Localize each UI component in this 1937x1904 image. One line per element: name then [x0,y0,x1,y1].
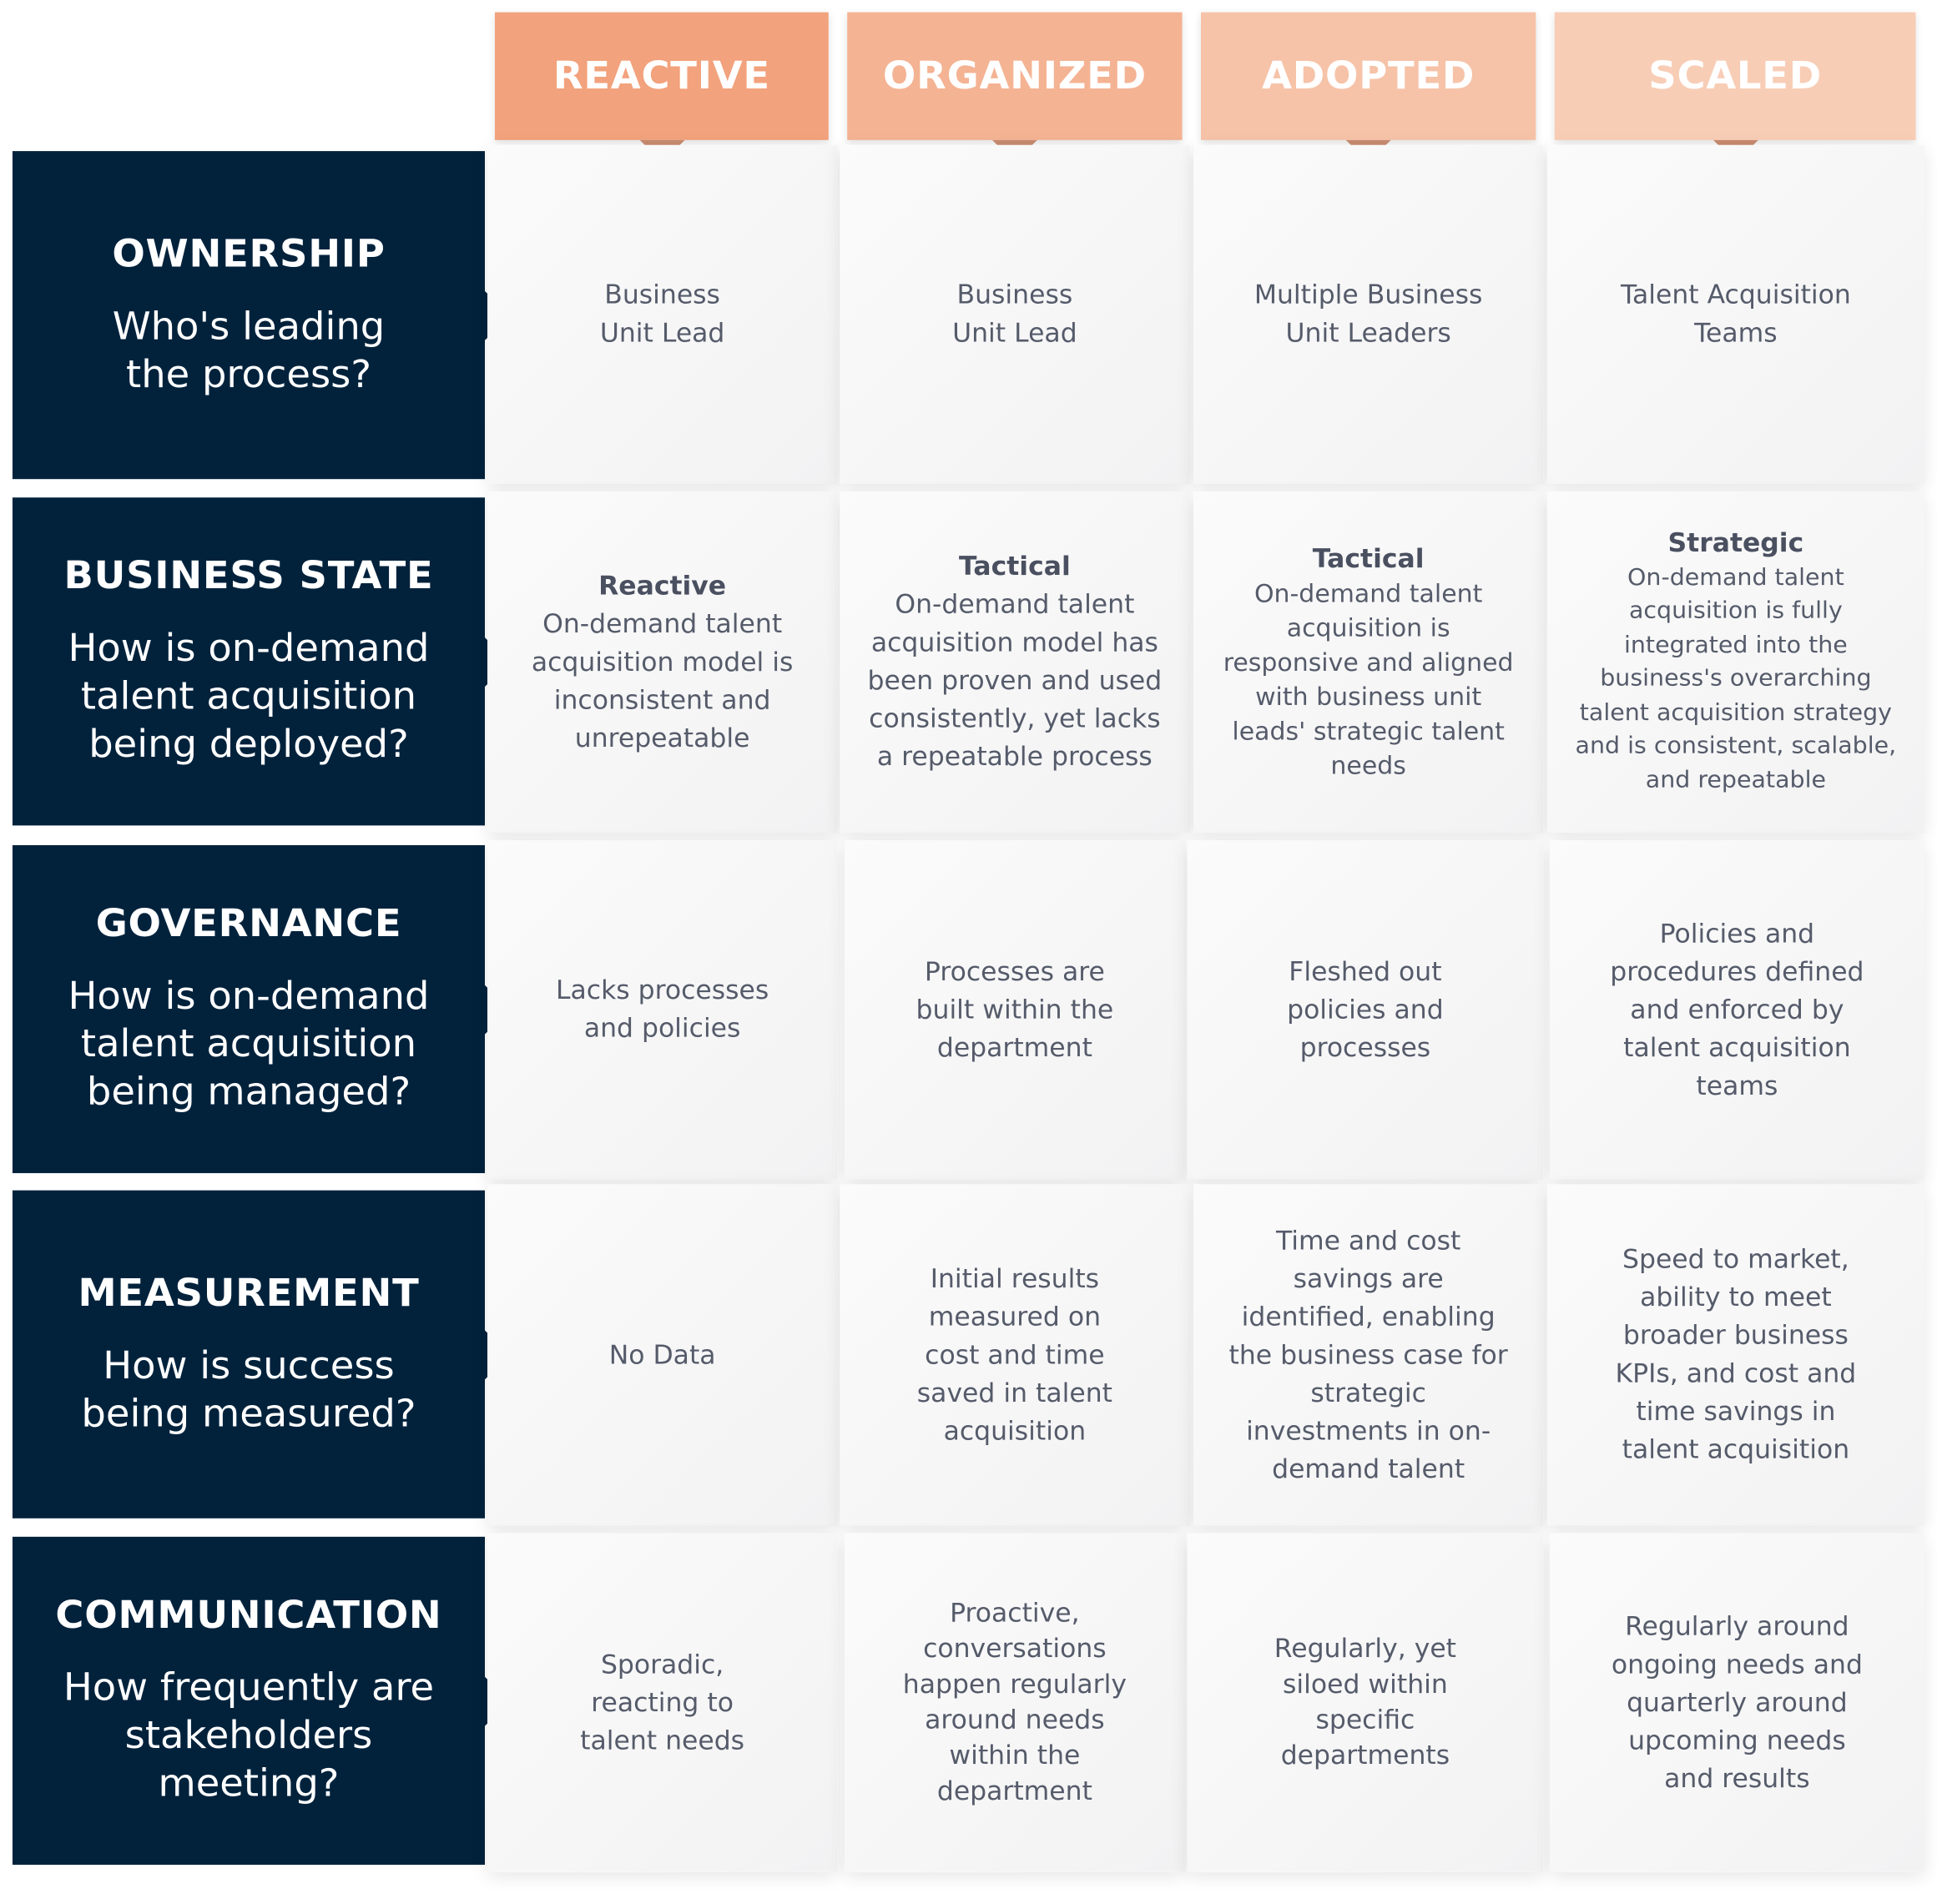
cell-text: Business Unit Lead [952,280,1077,348]
cell-text: Sporadic, reacting to talent needs [580,1649,745,1755]
cell-text: Multiple Business Unit Leaders [1254,280,1483,348]
cell-business-state-scaled: Strategic On-demand talent acquisition i… [1546,491,1924,834]
row-question: How is on-demand talent acquisition bein… [68,974,430,1115]
cell-text: Time and cost savings are identified, en… [1228,1225,1508,1483]
row-title: BUSINESS STATE [63,554,434,599]
cell-ownership-organized: Business Unit Lead [840,144,1190,485]
cell-business-state-reactive: Reactive On-demand talent acquisition mo… [487,491,838,834]
row-title: MEASUREMENT [78,1271,420,1316]
cell-measurement-scaled: Speed to market, ability to meet broader… [1546,1184,1924,1526]
cell-text: Speed to market, ability to meet broader… [1615,1244,1857,1464]
row-header-governance: GOVERNANCE How is on-demand talent acqui… [12,844,510,1174]
cell-ownership-reactive: Business Unit Lead [487,144,838,485]
column-header-reactive: REACTIVE [494,12,829,163]
cell-lead: Tactical [959,552,1071,582]
column-label: ADOPTED [1262,53,1475,98]
column-label: REACTIVE [552,53,770,98]
cell-measurement-organized: Initial results measured on cost and tim… [840,1184,1190,1526]
cell-ownership-adopted: Multiple Business Unit Leaders [1193,144,1544,485]
cell-lead: Strategic [1667,528,1804,558]
cell-communication-organized: Proactive, conversations happen regularl… [845,1533,1185,1872]
row-header-measurement: MEASUREMENT How is success being measure… [12,1190,510,1519]
cell-communication-scaled: Regularly around ongoing needs and quart… [1549,1533,1924,1872]
cell-text: Processes are built within the departmen… [916,956,1114,1062]
cell-business-state-adopted: Tactical On-demand talent acquisition is… [1193,491,1544,834]
row-question: How is on-demand talent acquisition bein… [68,626,430,767]
cell-communication-reactive: Sporadic, reacting to talent needs [487,1533,838,1872]
row-header-communication: COMMUNICATION How frequently are stakeho… [12,1536,510,1865]
cell-text: Business Unit Lead [599,280,725,348]
column-header-scaled: SCALED [1554,12,1916,163]
cell-text: Regularly around ongoing needs and quart… [1611,1610,1863,1793]
row-header-business-state: BUSINESS STATE How is on-demand talent a… [12,497,510,826]
cell-text: On-demand talent acquisition model is in… [531,608,794,753]
cell-governance-reactive: Lacks processes and policies [487,840,838,1180]
cell-lead: Tactical [1312,544,1425,574]
cell-text: Regularly, yet siloed within specific de… [1274,1634,1457,1771]
column-label: SCALED [1648,53,1822,98]
cell-ownership-scaled: Talent Acquisition Teams [1546,144,1924,485]
cell-text: Policies and procedures defined and enfo… [1610,918,1864,1101]
row-question: Who's leading the process? [112,304,386,396]
row-question: How frequently are stakeholders meeting? [63,1665,435,1806]
cell-lead: Reactive [598,570,727,601]
row-question: How is success being measured? [81,1342,416,1436]
column-header-adopted: ADOPTED [1201,12,1536,163]
cell-text: Lacks processes and policies [555,975,769,1043]
cell-text: On-demand talent acquisition model has b… [867,589,1163,772]
cell-text: Initial results measured on cost and tim… [916,1263,1112,1446]
cell-governance-adopted: Fleshed out policies and processes [1187,840,1544,1180]
row-title: COMMUNICATION [55,1593,442,1638]
row-header-ownership: OWNERSHIP Who's leading the process? [12,151,510,480]
cell-measurement-reactive: No Data [487,1184,838,1526]
cell-communication-adopted: Regularly, yet siloed within specific de… [1187,1533,1544,1872]
cell-business-state-organized: Tactical On-demand talent acquisition mo… [840,491,1190,834]
column-label: ORGANIZED [882,53,1147,98]
cell-governance-organized: Processes are built within the departmen… [845,840,1185,1180]
cell-text: Proactive, conversations happen regularl… [902,1598,1127,1806]
cell-governance-scaled: Policies and procedures defined and enfo… [1549,840,1924,1180]
column-header-organized: ORGANIZED [847,12,1183,163]
cell-measurement-adopted: Time and cost savings are identified, en… [1193,1184,1544,1526]
cell-text: Talent Acquisition Teams [1620,280,1851,348]
row-title: GOVERNANCE [95,901,402,946]
cell-text: On-demand talent acquisition is fully in… [1575,563,1897,793]
row-title: OWNERSHIP [112,231,386,276]
cell-text: Fleshed out policies and processes [1287,956,1444,1062]
cell-text: No Data [608,1339,716,1369]
cell-text: On-demand talent acquisition is responsi… [1223,578,1514,780]
